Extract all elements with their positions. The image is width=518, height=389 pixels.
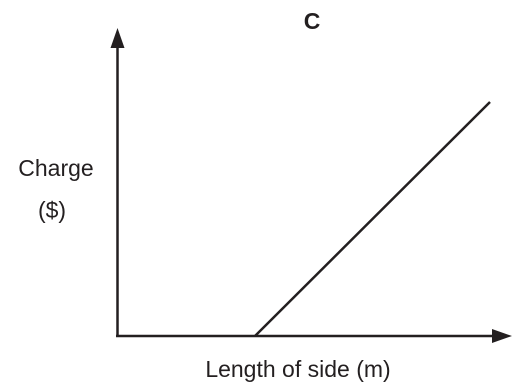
y-axis-arrow — [110, 28, 125, 48]
x-axis-arrow — [492, 329, 512, 343]
y-axis-label-line-1: Charge — [18, 155, 93, 181]
chart-title: C — [304, 8, 321, 34]
plot-area — [254, 101, 491, 337]
x-axis-label: Length of side (m) — [205, 356, 390, 382]
series-line-1 — [254, 101, 491, 337]
y-axis-label-line-2: ($) — [38, 197, 66, 223]
